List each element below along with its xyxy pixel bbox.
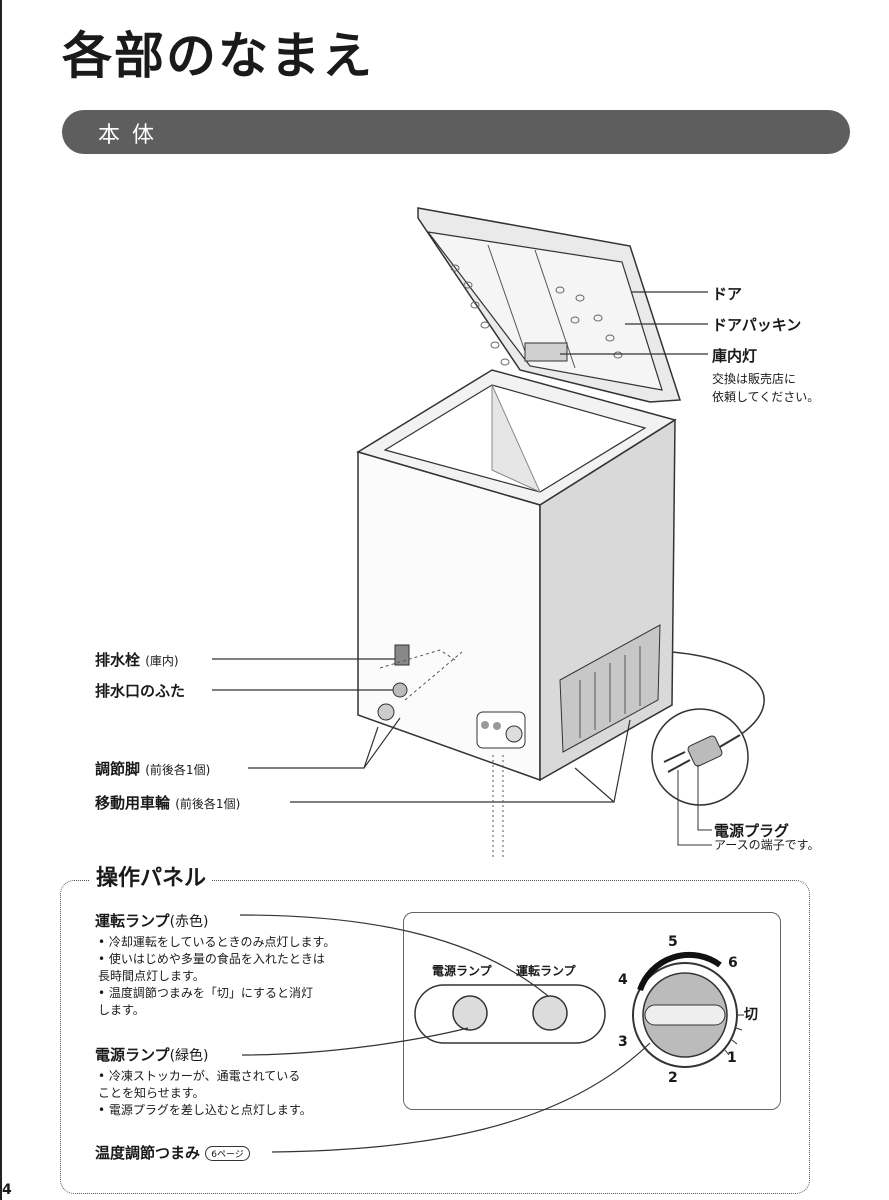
power-plug-note: アースの端子です。 — [714, 838, 820, 852]
leader-lines — [212, 291, 708, 803]
label-adjust-foot: 調節脚 (前後各1個) — [95, 758, 210, 779]
interior-light-note-2: 依頼してください。 — [712, 390, 820, 404]
power-lamp-bullet: ことを知らせます。 — [98, 1086, 205, 1100]
run-lamp-text: 運転ランプ — [95, 912, 170, 930]
run-lamp-color: (赤色) — [169, 914, 209, 930]
label-run-lamp: 運転ランプ(赤色) — [95, 910, 209, 931]
dial-off-label: 切 — [744, 1007, 758, 1023]
control-panel-drawing — [239, 914, 744, 1153]
page-number: 4 — [2, 1182, 12, 1198]
dial-number: 3 — [618, 1034, 628, 1050]
lid-drawing — [417, 207, 682, 403]
power-lamp-color: (緑色) — [169, 1048, 209, 1064]
label-door-gasket: ドアパッキン — [712, 316, 802, 334]
page-title: 各部のなまえ — [62, 27, 374, 85]
run-lamp-bullet: • 使いはじめや多量の食品を入れたときは — [98, 952, 325, 966]
caster-note: (前後各1個) — [175, 797, 241, 811]
label-power-lamp: 電源ランプ(緑色) — [95, 1044, 209, 1065]
section-header: 本体 — [62, 110, 850, 154]
run-lamp-bullet: 長時間点灯します。 — [98, 969, 205, 983]
dial-number: 4 — [618, 972, 628, 988]
label-interior-light: 庫内灯 — [712, 347, 758, 365]
dial-number: 2 — [668, 1070, 678, 1086]
run-lamp-bullets: • 冷却運転をしているときのみ点灯します。 • 使いはじめや多量の食品を入れたと… — [98, 934, 335, 1019]
label-door: ドア — [712, 285, 743, 303]
control-panel-box — [60, 880, 810, 1194]
label-power-plug: 電源プラグ — [714, 822, 790, 840]
control-panel-diagram — [403, 912, 781, 1110]
label-drain-plug: 排水栓 (庫内) — [95, 649, 179, 670]
freezer-illustration — [212, 207, 765, 860]
section-title: 本体 — [98, 123, 167, 148]
caster-text: 移動用車輪 — [95, 794, 171, 812]
dial-number: 1 — [727, 1050, 737, 1066]
label-drain-cover: 排水口のふた — [95, 682, 186, 700]
interior-light-note-1: 交換は販売店に — [712, 372, 797, 386]
power-lamp-bullets: • 冷凍ストッカーが、通電されている ことを知らせます。 • 電源プラグを差し込… — [98, 1068, 312, 1119]
temp-knob-text: 温度調節つまみ — [95, 1144, 201, 1162]
label-temp-knob: 温度調節つまみ 6ページ — [95, 1142, 250, 1163]
run-lamp-bullet: • 温度調節つまみを「切」にすると消灯 — [98, 986, 314, 1000]
run-lamp-bullet: します。 — [98, 1003, 145, 1017]
drain-plug-note: (庫内) — [145, 654, 179, 668]
power-cord-drawing — [651, 651, 765, 846]
run-lamp-bullet: • 冷却運転をしているときのみ点灯します。 — [98, 935, 336, 949]
adjust-foot-note: (前後各1個) — [145, 763, 211, 777]
adjust-foot-text: 調節脚 — [95, 760, 141, 778]
drain-plug-text: 排水栓 — [95, 651, 141, 669]
diagram-power-lamp-label: 電源ランプ — [432, 964, 492, 978]
dial-number: 5 — [668, 934, 678, 950]
power-lamp-text: 電源ランプ — [95, 1046, 170, 1064]
dial-number: 6 — [728, 955, 738, 971]
page-ref-badge: 6ページ — [205, 1146, 250, 1161]
power-lamp-bullet: • 電源プラグを差し込むと点灯します。 — [98, 1103, 312, 1117]
power-lamp-bullet: • 冷凍ストッカーが、通電されている — [98, 1069, 301, 1083]
diagram-run-lamp-label: 運転ランプ — [516, 964, 576, 978]
body-drawing — [356, 369, 677, 782]
label-caster: 移動用車輪 (前後各1個) — [95, 792, 240, 813]
page-edge-line — [0, 0, 2, 1200]
control-panel-title: 操作パネル — [90, 860, 213, 892]
